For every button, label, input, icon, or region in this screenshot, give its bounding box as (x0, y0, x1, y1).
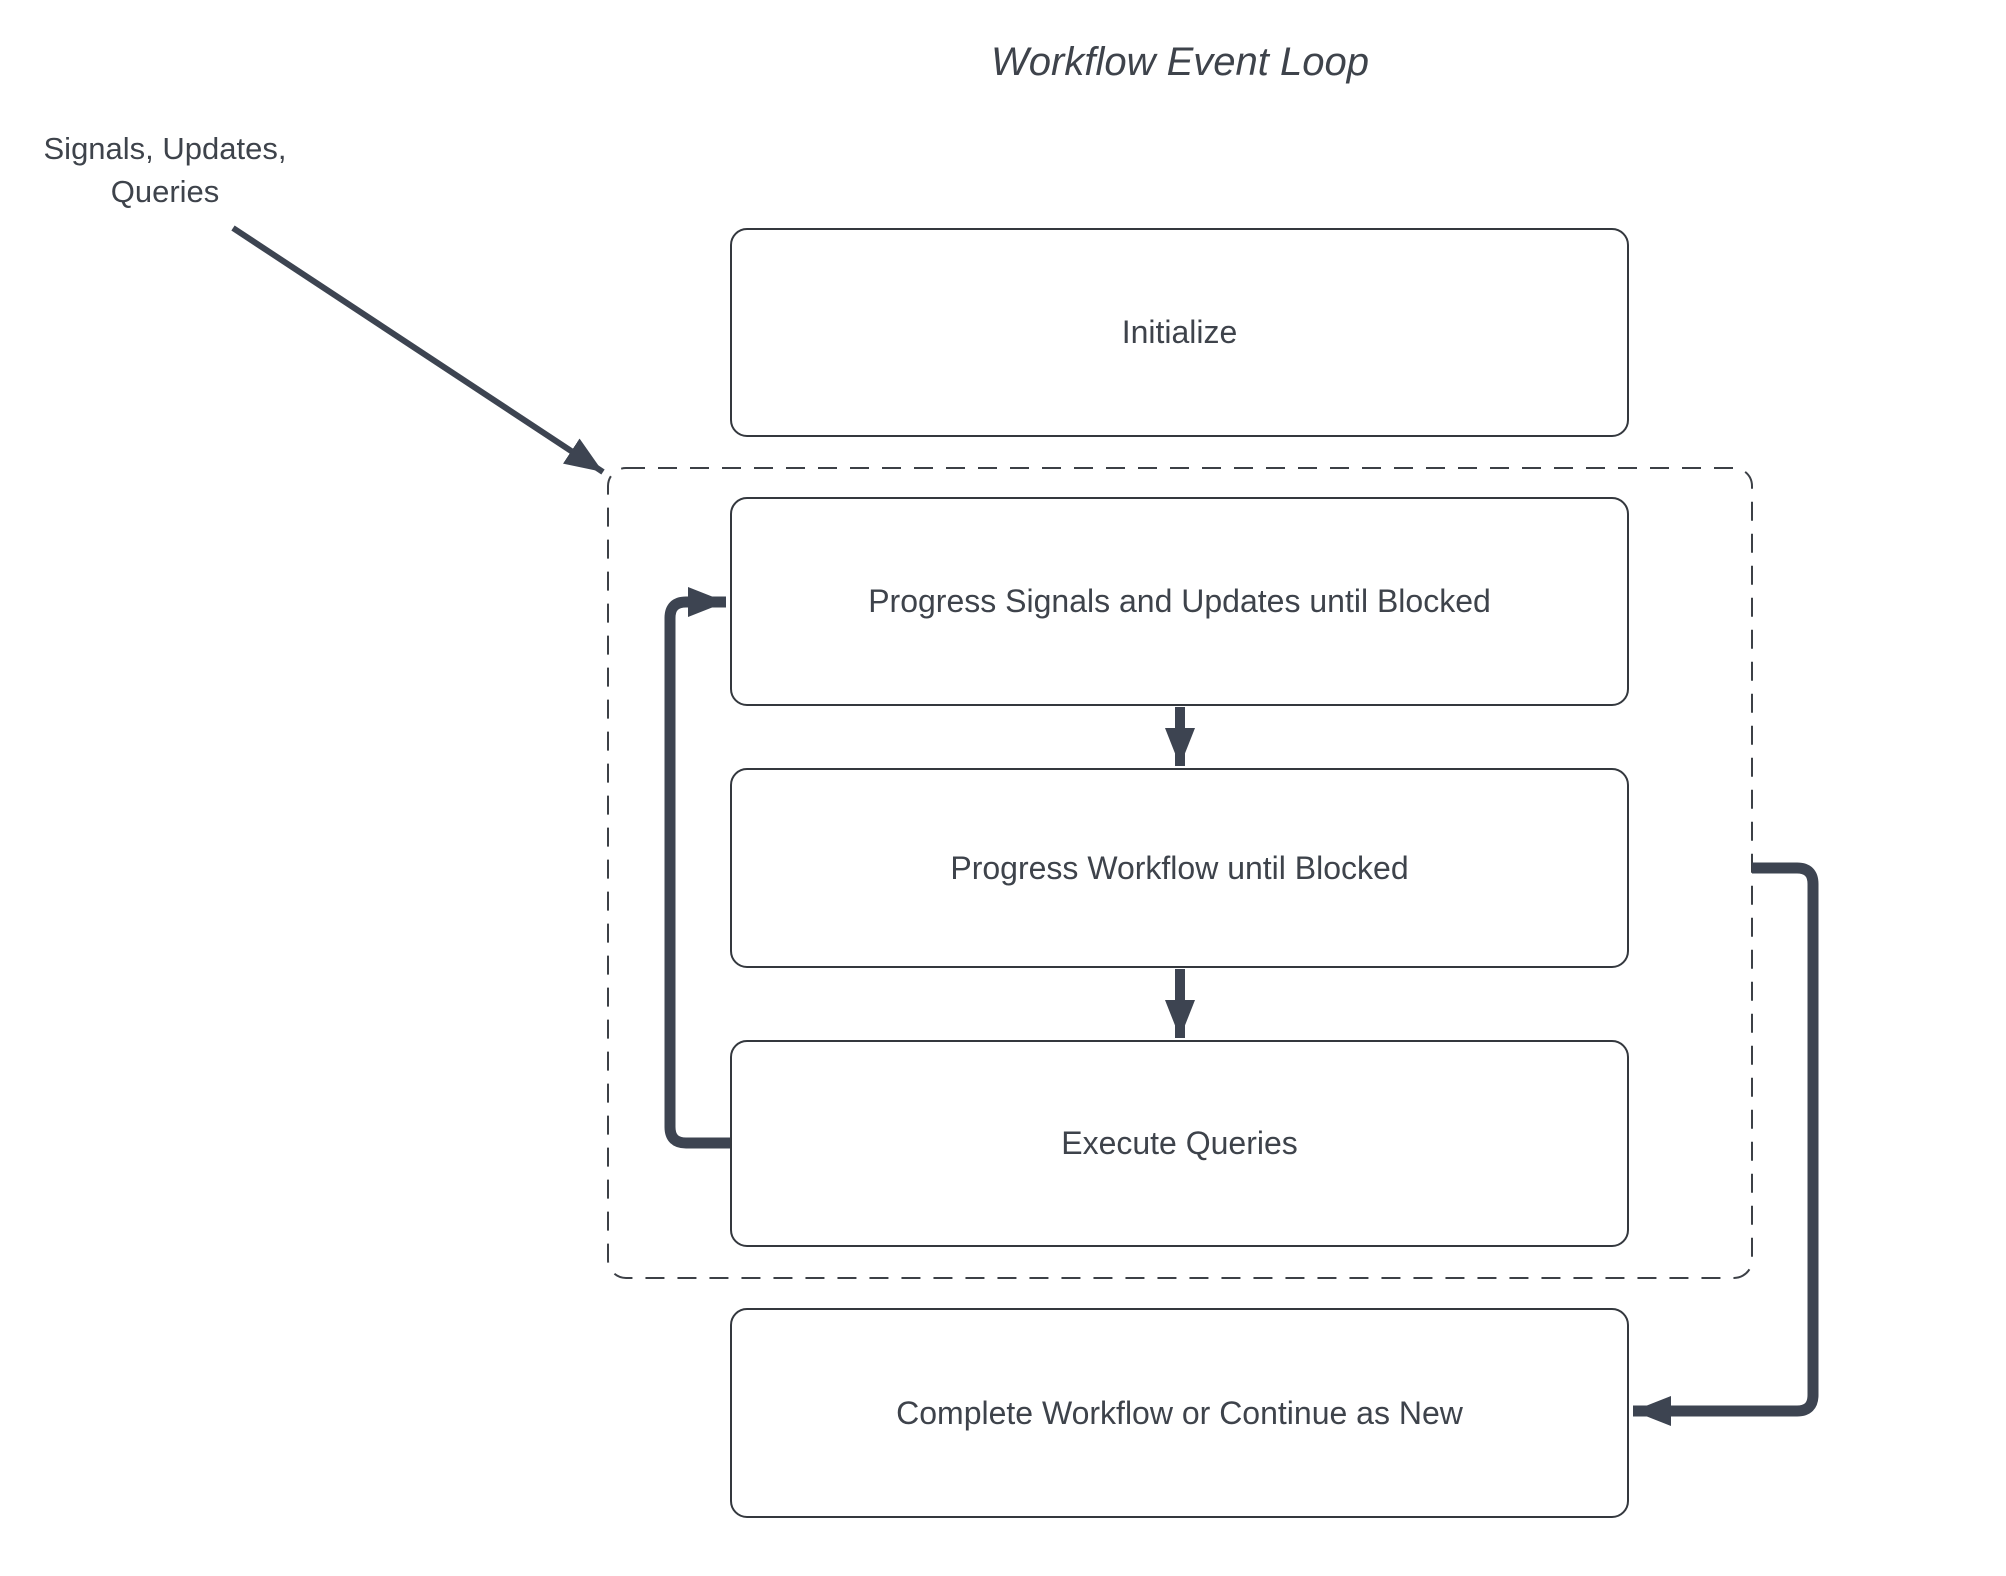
diagram-title: Workflow Event Loop (991, 40, 1369, 84)
arrow-execute-queries-loop-back (664, 587, 731, 1149)
node-progress-workflow-label: Progress Workflow until Blocked (950, 849, 1409, 886)
annotation-line-2: Queries (110, 174, 220, 209)
node-progress-signals-updates-label: Progress Signals and Updates until Block… (868, 583, 1491, 619)
node-complete-workflow: Complete Workflow or Continue as New (730, 1308, 1629, 1518)
annotation-signals-updates-queries: Signals, Updates, Queries (30, 127, 300, 213)
node-complete-workflow-label: Complete Workflow or Continue as New (896, 1394, 1463, 1431)
node-progress-signals-updates: Progress Signals and Updates until Block… (730, 497, 1629, 706)
node-execute-queries-label: Execute Queries (1061, 1125, 1298, 1161)
arrow-event-loop-to-complete (1633, 862, 1819, 1426)
arrow-signals-to-event-loop (231, 225, 605, 475)
node-initialize-label: Initialize (1121, 314, 1238, 350)
node-initialize: Initialize (730, 228, 1629, 437)
annotation-line-1: Signals, Updates, (43, 131, 287, 166)
node-progress-workflow: Progress Workflow until Blocked (730, 768, 1629, 968)
event-loop-boundary (607, 467, 1753, 1279)
node-execute-queries: Execute Queries (730, 1040, 1629, 1247)
